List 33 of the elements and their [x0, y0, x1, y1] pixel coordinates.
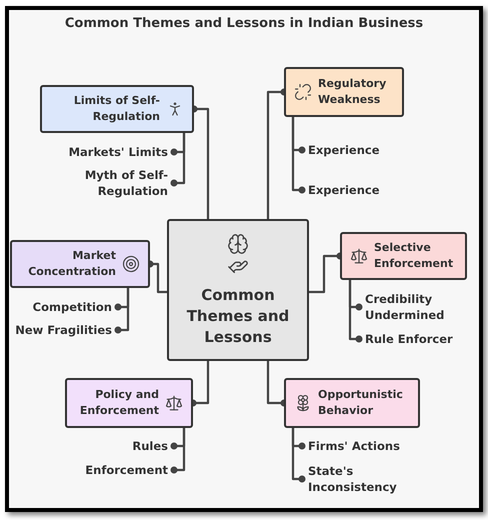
connector-line [348, 280, 362, 342]
topic-text: Credibility Undermined [365, 291, 446, 323]
theme-box [340, 232, 467, 280]
topic-text: Rules [132, 438, 168, 454]
topic-text: Competition [32, 299, 112, 315]
topic-text: State's Inconsistency [308, 463, 398, 495]
center-box [167, 219, 309, 361]
theme-title: Limits of Self-Regulation [72, 93, 160, 125]
topic-text: Markets' Limits [68, 144, 168, 160]
diagram-title: Common Themes and Lessons in Indian Business [64, 15, 424, 33]
theme-box [10, 240, 150, 288]
theme-box [65, 378, 193, 428]
connector-line [114, 288, 130, 334]
theme-title: Regulatory Weakness [318, 76, 388, 108]
topic-text: New Fragilities [15, 322, 112, 338]
connector-line [170, 428, 186, 474]
theme-box [40, 85, 194, 133]
topic-text: Firms' Actions [308, 438, 400, 454]
topic-text: Rule Enforcer [365, 331, 453, 347]
theme-box [284, 67, 404, 117]
theme-title: Selective Enforcement [374, 240, 454, 272]
center-title: Common Themes and Lessons [186, 284, 290, 348]
connector-line [170, 133, 186, 186]
topic-text: Myth of Self-Regulation [84, 167, 168, 199]
topic-text: Experience [308, 182, 380, 198]
theme-title: Market Concentration [27, 248, 116, 280]
theme-box [284, 378, 420, 428]
topic-text: Enforcement [85, 462, 168, 478]
theme-title: Policy and Enforcement [78, 387, 159, 419]
topic-text: Experience [308, 142, 380, 158]
connector-line [292, 428, 306, 482]
theme-title: Opportunistic Behavior [318, 387, 404, 419]
connector-line [292, 117, 306, 194]
